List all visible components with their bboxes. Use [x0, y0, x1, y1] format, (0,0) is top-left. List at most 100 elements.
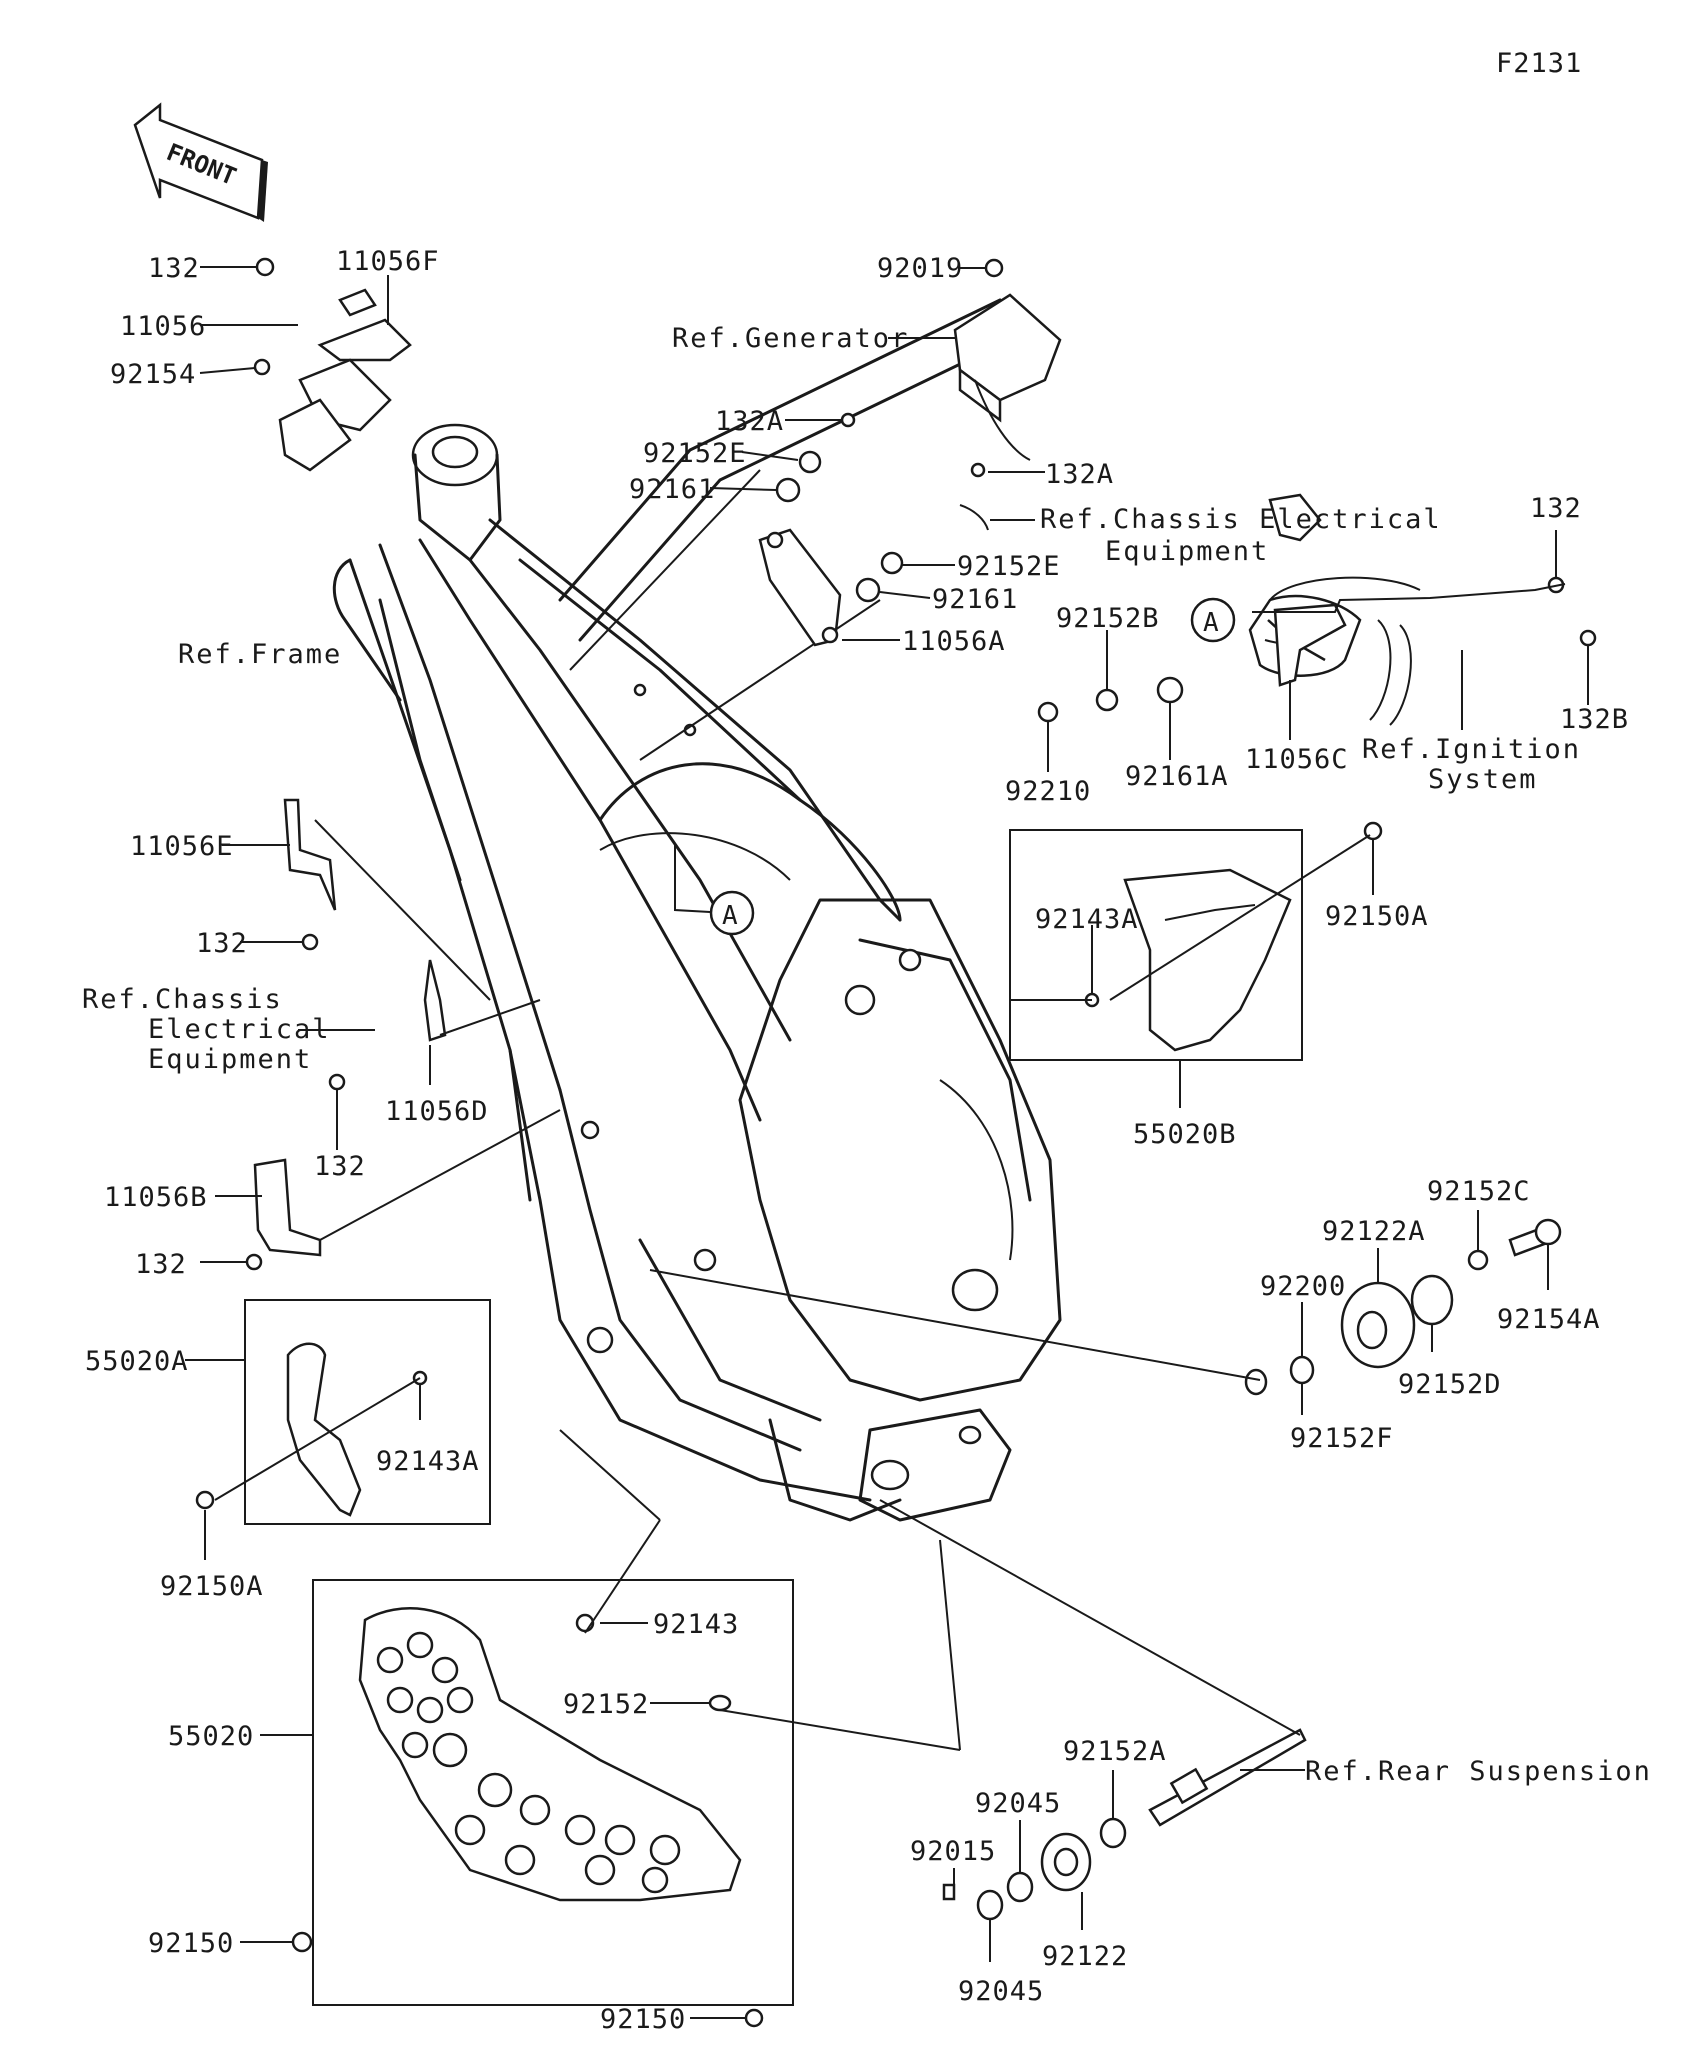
label-92122: 92122 [1042, 1941, 1128, 1972]
headlight-bracket-11056F [278, 288, 412, 472]
bolt-92154A-icon [1508, 1218, 1562, 1257]
frame-guard-55020B [1123, 868, 1292, 1052]
ref-chassis-2b: Electrical [148, 1014, 331, 1045]
frame-guard-55020A [286, 1342, 362, 1517]
bushing-92122A-icon [1340, 1281, 1416, 1369]
box-55020 [312, 1579, 794, 2006]
label-92200: 92200 [1260, 1271, 1346, 1302]
bolt-92019-icon [984, 258, 1004, 278]
front-arrow-icon: FRONT [133, 102, 268, 222]
collar-92152E-icon [798, 450, 822, 474]
label-132-top: 132 [148, 253, 200, 284]
label-92150-left: 92150 [148, 1928, 234, 1959]
bolt-132B-icon [1579, 629, 1597, 647]
leader-line [674, 845, 711, 913]
collar-92152A-icon [1099, 1817, 1127, 1849]
nut-92210-icon [1037, 701, 1059, 723]
bolt-92154-icon [253, 358, 271, 376]
bolt-132-d-icon [328, 1073, 346, 1091]
label-11056E: 11056E [130, 831, 234, 862]
oil-seal-92045-bot-icon [976, 1889, 1004, 1921]
box-55020A [244, 1299, 491, 1525]
callout-a-mid: A [709, 890, 755, 936]
clip-icon [959, 504, 989, 531]
generator-cover-illustration [953, 293, 1062, 461]
label-92152: 92152 [563, 1689, 649, 1720]
label-92150A-left: 92150A [160, 1571, 264, 1602]
label-55020A: 55020A [85, 1346, 189, 1377]
label-92161-b: 92161 [932, 584, 1018, 615]
bolt-132A-b-icon [970, 462, 986, 478]
label-92045-bot: 92045 [958, 1976, 1044, 2007]
ref-chassis-2c: Equipment [148, 1044, 312, 1075]
label-92152A: 92152A [1063, 1736, 1167, 1767]
label-132-b: 132 [135, 1249, 187, 1280]
bracket-11056C [1273, 603, 1347, 687]
nipple-92015-icon [942, 1883, 956, 1901]
label-92152B: 92152B [1056, 603, 1160, 634]
label-92152C: 92152C [1427, 1176, 1531, 1207]
bracket-11056B [253, 1158, 322, 1257]
box-55020B [1009, 829, 1303, 1061]
label-92154: 92154 [110, 359, 196, 390]
label-132-d: 132 [314, 1151, 366, 1182]
label-92152E-a: 92152E [643, 438, 747, 469]
label-11056A: 11056A [902, 626, 1006, 657]
label-55020: 55020 [168, 1721, 254, 1752]
label-92122A: 92122A [1322, 1216, 1426, 1247]
label-132A-a: 132A [715, 406, 784, 437]
label-92161A: 92161A [1125, 761, 1229, 792]
label-11056B: 11056B [104, 1182, 208, 1213]
bolt-92150A-left-icon [195, 1490, 215, 1510]
label-92143: 92143 [653, 1609, 739, 1640]
svg-text:A: A [722, 901, 738, 931]
collar-92152F-icon [1289, 1355, 1315, 1385]
washer-92200-icon [1244, 1368, 1268, 1396]
label-92019: 92019 [877, 253, 963, 284]
collar-92152B-icon [1095, 688, 1119, 712]
label-11056: 11056 [120, 311, 206, 342]
callout-a-top: A [1190, 597, 1236, 643]
bracket-11056A [758, 528, 842, 647]
label-92152F: 92152F [1290, 1423, 1394, 1454]
ref-chassis-2a: Ref.Chassis [82, 984, 283, 1015]
leader-lines [185, 266, 1589, 2019]
ref-ignition-a: Ref.Ignition [1362, 734, 1581, 765]
damper-92161-b-icon [855, 577, 881, 603]
label-92150A-top: 92150A [1325, 901, 1429, 932]
ref-rear-suspension: Ref.Rear Suspension [1305, 1756, 1652, 1787]
label-92210: 92210 [1005, 776, 1091, 807]
pivot-shaft-icon [1148, 1728, 1307, 1827]
svg-text:A: A [1203, 608, 1219, 638]
label-92150-bot: 92150 [600, 2004, 686, 2035]
ref-chassis-electrical-1: Ref.Chassis Electrical [1040, 504, 1442, 535]
bolt-92150-bot-icon [744, 2008, 764, 2028]
label-132A-b: 132A [1045, 459, 1114, 490]
label-11056F: 11056F [336, 246, 440, 277]
bolt-132-e-icon [301, 933, 319, 951]
label-92161-a: 92161 [629, 474, 715, 505]
ref-chassis-electrical-1b: Equipment [1105, 536, 1269, 567]
bracket-11056D [423, 959, 447, 1042]
leader-line [1252, 583, 1566, 613]
label-92045-top: 92045 [975, 1788, 1061, 1819]
label-132-right: 132 [1530, 493, 1582, 524]
label-92143A-left: 92143A [376, 1446, 480, 1477]
label-11056D: 11056D [385, 1096, 489, 1127]
bolt-132-icon [255, 257, 275, 277]
label-92152E-b: 92152E [957, 551, 1061, 582]
label-132B: 132B [1560, 704, 1629, 735]
label-92154A: 92154A [1497, 1304, 1601, 1335]
label-11056C: 11056C [1245, 744, 1349, 775]
ref-ignition-b: System [1428, 764, 1538, 795]
bearing-92122-icon [1040, 1832, 1092, 1892]
bracket-11056E [283, 798, 337, 911]
figure-id: F2131 [1496, 48, 1582, 79]
motorcycle-frame-illustration [332, 298, 1062, 1522]
bolt-92150-left-icon [291, 1931, 313, 1953]
bolt-132A-icon [840, 412, 856, 428]
label-92143A-top: 92143A [1035, 904, 1139, 935]
label-55020B: 55020B [1133, 1119, 1237, 1150]
collar-92152E-b-icon [880, 551, 904, 575]
